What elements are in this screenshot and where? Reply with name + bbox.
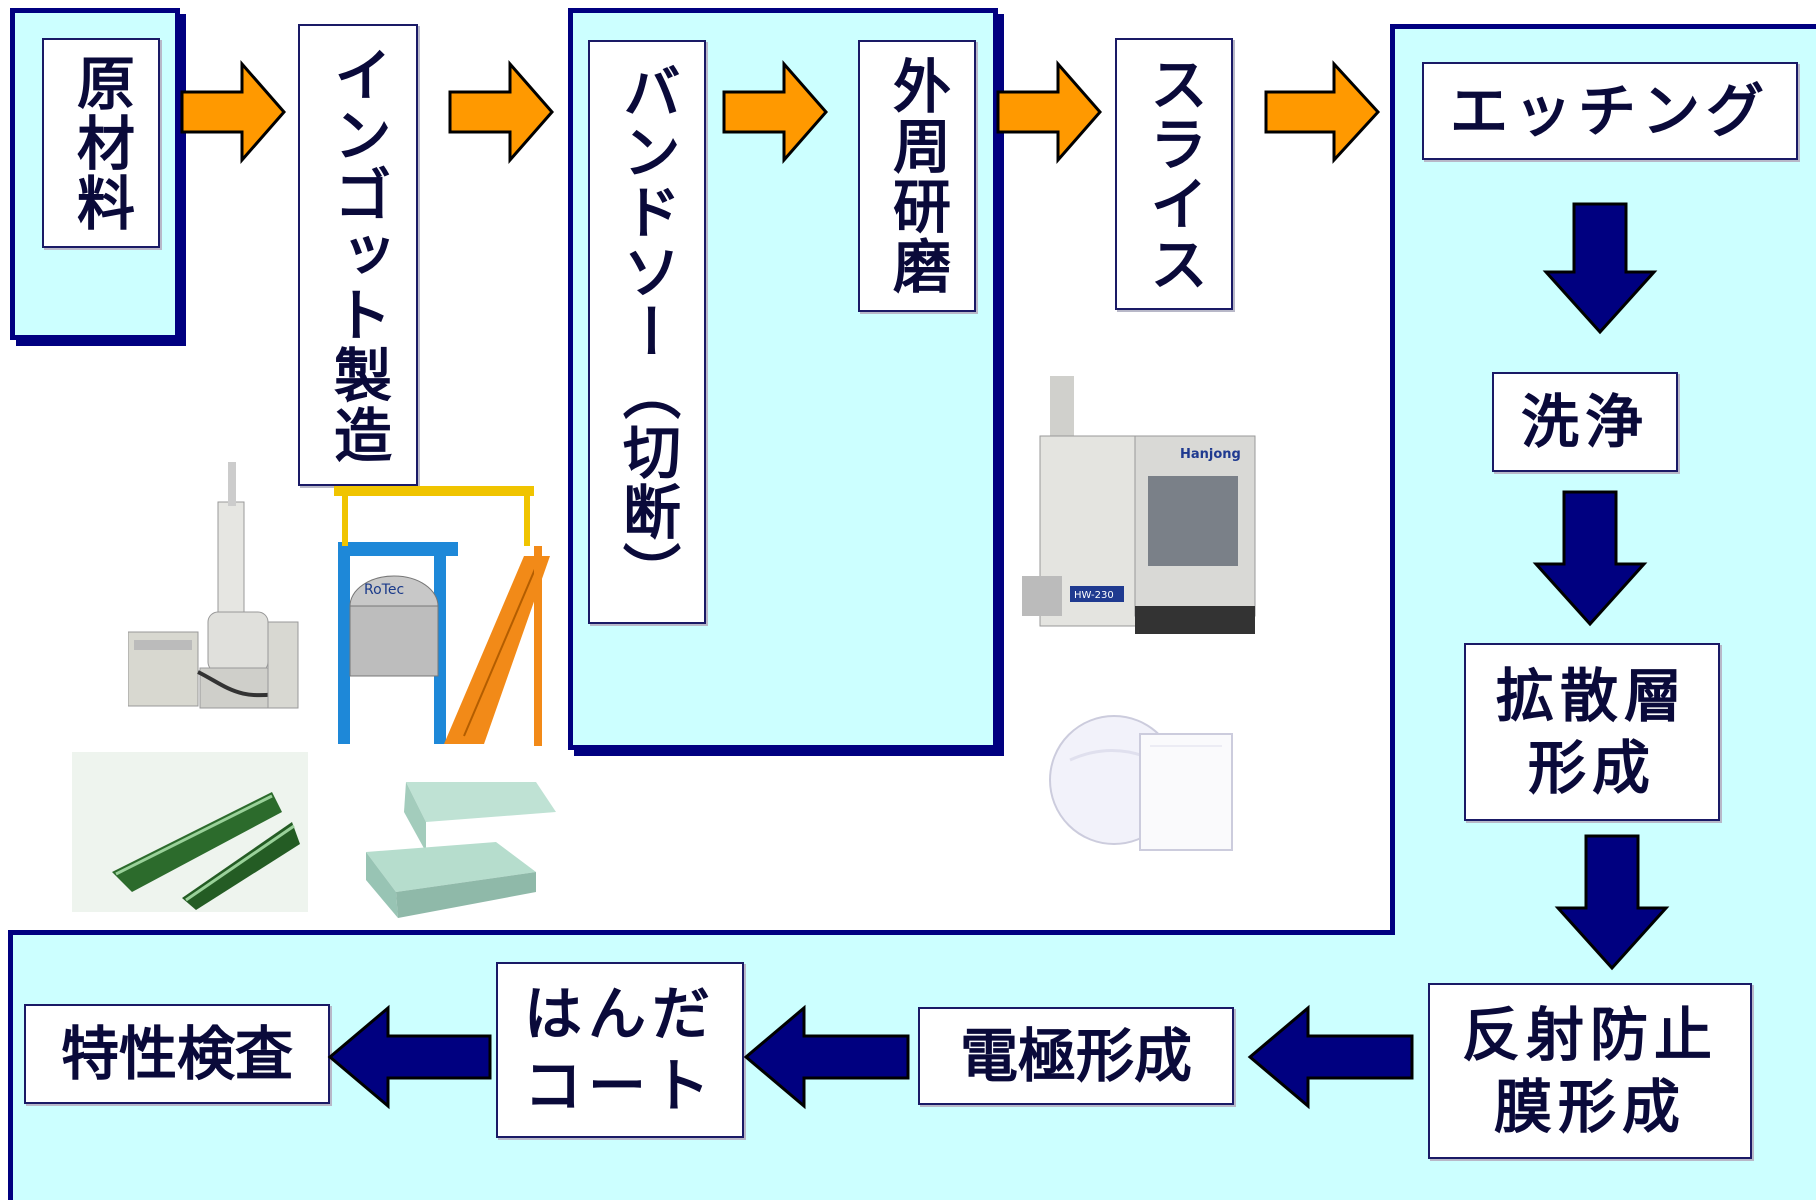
ingot-puller-photo xyxy=(128,462,299,709)
slicer-model-label: HW-230 xyxy=(1074,590,1114,601)
step-peripheral-grinding: 外周研磨 xyxy=(858,40,976,312)
arrow-down-3 xyxy=(1554,834,1670,971)
wafers-photo xyxy=(1049,715,1233,851)
arrow-right-3 xyxy=(722,60,828,164)
silicon-blocks-photo xyxy=(366,782,556,918)
ingot-furnace-photo: RoTec xyxy=(334,486,550,746)
panel-etching-column xyxy=(1390,24,1816,934)
arrow-right-2 xyxy=(448,60,554,164)
arrow-left-2 xyxy=(743,1004,910,1110)
arrow-down-2 xyxy=(1532,490,1648,627)
step-slice: スライス xyxy=(1115,38,1233,310)
furnace-label: RoTec xyxy=(364,582,404,598)
step-solder: はんだ コート xyxy=(496,962,744,1138)
slicer-machine-photo: HW-230 Hanjong xyxy=(1022,376,1256,634)
arrow-down-1 xyxy=(1542,202,1658,335)
arrow-right-1 xyxy=(180,60,286,164)
step-antireflection: 反射防止 膜形成 xyxy=(1428,983,1752,1159)
step-electrode: 電極形成 xyxy=(918,1007,1234,1105)
step-ingot: インゴット製造 xyxy=(298,24,418,486)
step-etching: エッチング xyxy=(1422,62,1798,160)
arrow-right-4 xyxy=(996,60,1102,164)
step-cleaning: 洗浄 xyxy=(1492,372,1678,472)
step-diffusion: 拡散層 形成 xyxy=(1464,643,1720,821)
step-inspection: 特性検査 xyxy=(24,1004,330,1104)
step-raw-material: 原材料 xyxy=(42,38,160,248)
arrow-right-5 xyxy=(1264,60,1381,164)
slicer-brand-label: Hanjong xyxy=(1180,447,1241,462)
arrow-left-3 xyxy=(327,1004,492,1110)
arrow-left-1 xyxy=(1247,1004,1414,1110)
rod-ingots-photo xyxy=(72,752,308,912)
step-bandsaw: バンドソー（切断） xyxy=(588,40,706,624)
